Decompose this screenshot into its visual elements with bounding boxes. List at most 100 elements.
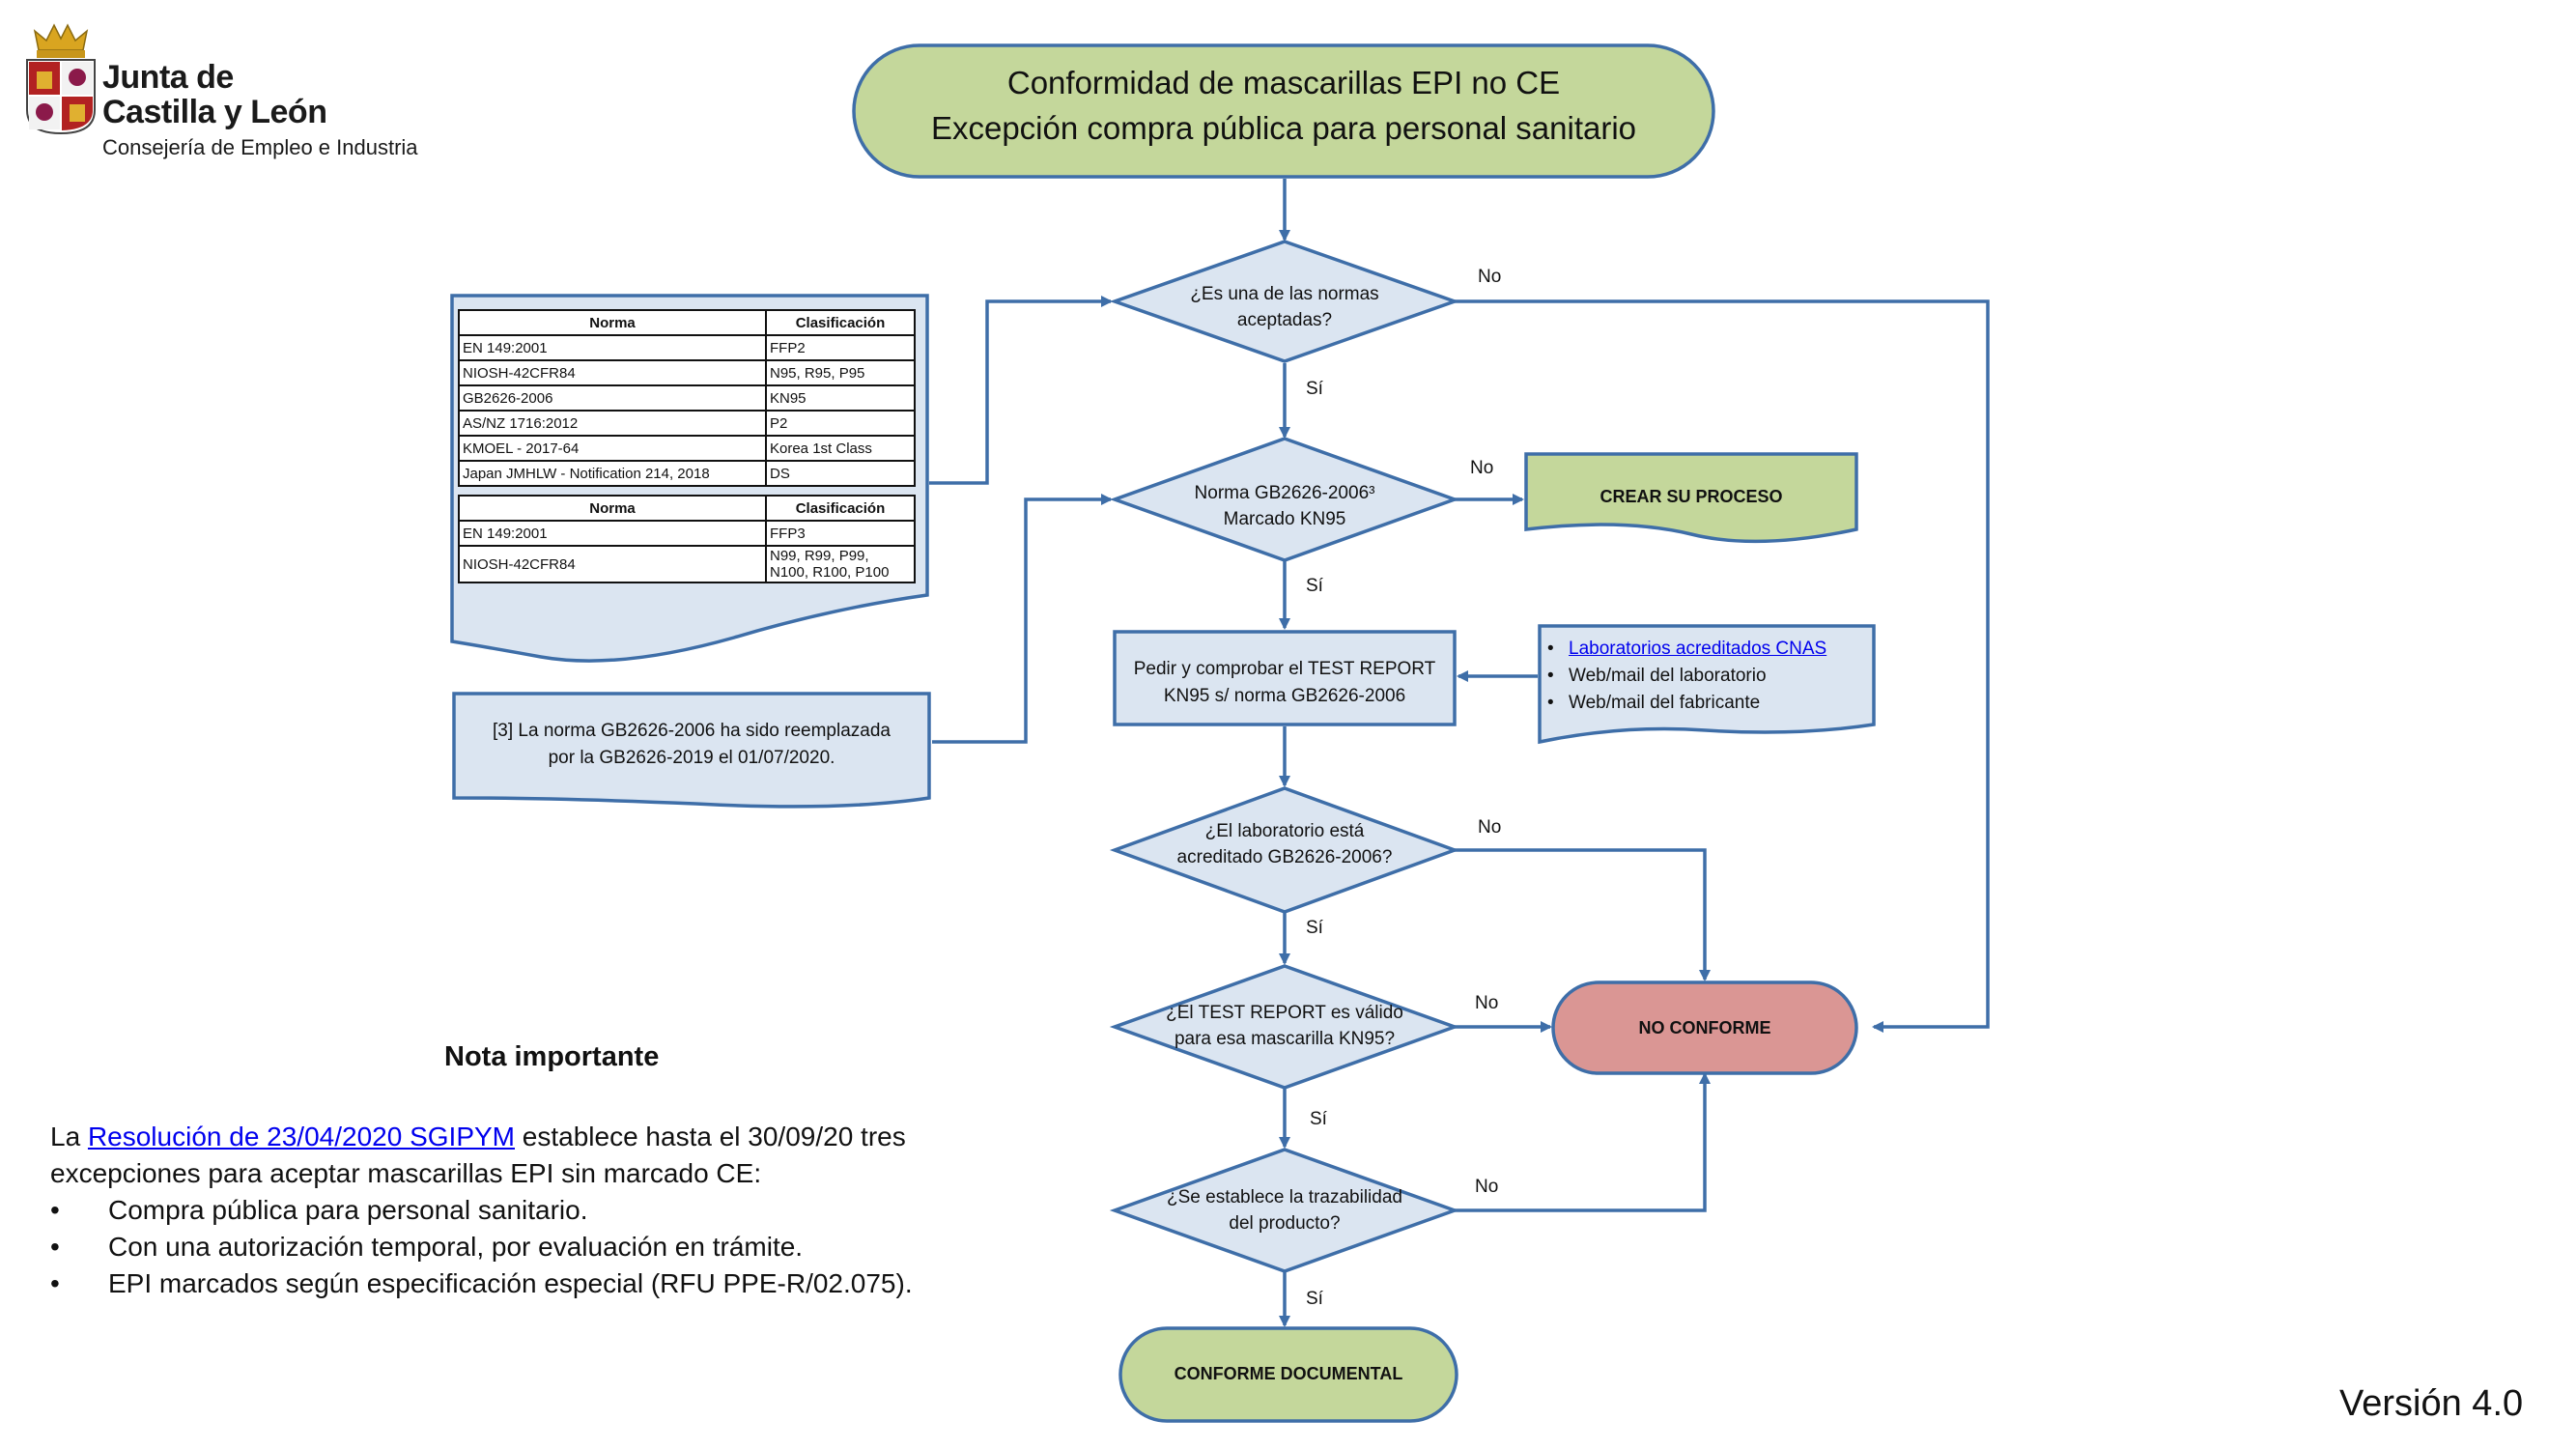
- cell-clasificacion: KN95: [765, 384, 916, 412]
- label-q2-yes: Sí: [1306, 576, 1324, 596]
- cell-norma: Japan JMHLW - Notification 214, 2018: [458, 460, 767, 487]
- logo-title-line2: Castilla y León: [102, 94, 327, 130]
- cell-clasificacion: Korea 1st Class: [765, 435, 916, 462]
- title-line2: Excepción compra pública para personal s…: [931, 110, 1636, 146]
- q3-line1: ¿El laboratorio está: [1205, 821, 1365, 841]
- logo: Junta de Castilla y León Consejería de E…: [25, 21, 450, 166]
- q4-line1: ¿El TEST REPORT es válido: [1166, 1003, 1403, 1023]
- decision-gb2626-kn95: Norma GB2626-2006³ Marcado KN95: [1109, 437, 1460, 562]
- arrow-q5-no: [1455, 1072, 1711, 1212]
- connectors: [929, 179, 1990, 1327]
- q1-line2: aceptadas?: [1237, 310, 1332, 330]
- request-test-report-box: Pedir y comprobar el TEST REPORT KN95 s/…: [1113, 630, 1457, 726]
- label-q4-yes: Sí: [1310, 1109, 1328, 1129]
- q2-line2: Marcado KN95: [1224, 509, 1346, 529]
- column-header-clasificacion: Clasificación: [765, 309, 916, 336]
- decision-accepted-standards: ¿Es una de las normas aceptadas?: [1109, 240, 1460, 363]
- note-bullet: •EPI marcados según especificación espec…: [50, 1265, 1016, 1302]
- q4-line2: para esa mascarilla KN95?: [1175, 1029, 1395, 1049]
- column-header-clasificacion: Clasificación: [765, 495, 916, 522]
- note-title: Nota importante: [444, 1041, 660, 1072]
- note-bullet: •Con una autorización temporal, por eval…: [50, 1229, 1016, 1265]
- request-line1: Pedir y comprobar el TEST REPORT: [1134, 659, 1436, 679]
- logo-title-line1: Junta de: [102, 59, 234, 96]
- labs-item-lab-contact: Web/mail del laboratorio: [1569, 666, 1767, 686]
- create-process-label: CREAR SU PROCESO: [1599, 487, 1782, 506]
- q3-line2: acreditado GB2626-2006?: [1177, 847, 1393, 867]
- decision-traceability: ¿Se establece la trazabilidad del produc…: [1109, 1148, 1460, 1273]
- cell-norma: NIOSH-42CFR84: [458, 359, 767, 386]
- decision-report-valid: ¿El TEST REPORT es válido para esa masca…: [1109, 964, 1460, 1090]
- labs-list-item: • Web/mail del laboratorio: [1547, 663, 1826, 690]
- labs-document: [1538, 624, 1876, 745]
- table-header-row: Norma Clasificación: [458, 309, 916, 336]
- q1-line1: ¿Es una de las normas: [1190, 284, 1378, 304]
- note-intro-line2: excepciones para aceptar mascarillas EPI…: [50, 1158, 762, 1188]
- create-process-box: CREAR SU PROCESO: [1524, 452, 1858, 544]
- cell-norma: NIOSH-42CFR84: [458, 545, 767, 583]
- footnote-document: [3] La norma GB2626-2006 ha sido reempla…: [452, 692, 931, 809]
- title-terminator: Conformidad de mascarillas EPI no CE Exc…: [852, 43, 1715, 179]
- label-q4-no: No: [1475, 993, 1498, 1013]
- note-bullet-text: Compra pública para personal sanitario.: [108, 1195, 588, 1225]
- table-header-row: Norma Clasificación: [458, 495, 916, 522]
- note-body: La Resolución de 23/04/2020 SGIPYM estab…: [50, 1119, 1016, 1302]
- conforme-label: CONFORME DOCUMENTAL: [1175, 1364, 1403, 1383]
- note-bullet: •Compra pública para personal sanitario.: [50, 1192, 1016, 1229]
- label-q5-no: No: [1475, 1177, 1498, 1197]
- title-line1: Conformidad de mascarillas EPI no CE: [1007, 65, 1560, 100]
- decision-lab-accredited: ¿El laboratorio está acreditado GB2626-2…: [1109, 786, 1460, 914]
- arrow-table-to-q1: [929, 296, 1113, 485]
- cell-clasificacion: FFP2: [765, 334, 916, 361]
- arrow-q3-no: [1455, 848, 1711, 981]
- footnote-line1: [3] La norma GB2626-2006 ha sido reempla…: [493, 721, 891, 741]
- no-conforme-label: NO CONFORME: [1639, 1018, 1771, 1037]
- arrow-q1-no: [1455, 299, 1990, 1033]
- label-q3-yes: Sí: [1306, 918, 1324, 938]
- cnas-labs-link[interactable]: Laboratorios acreditados CNAS: [1569, 639, 1827, 659]
- note-intro-post: establece hasta el 30/09/20 tres: [515, 1122, 906, 1151]
- note-intro-pre: La: [50, 1122, 88, 1151]
- resolution-link[interactable]: Resolución de 23/04/2020 SGIPYM: [87, 1122, 515, 1151]
- cell-clasificacion: DS: [765, 460, 916, 487]
- cell-clasificacion: N95, R95, P95: [765, 359, 916, 386]
- note-bullet-text: Con una autorización temporal, por evalu…: [108, 1232, 804, 1262]
- label-q1-no: No: [1478, 267, 1501, 287]
- request-line2: KN95 s/ norma GB2626-2006: [1164, 686, 1405, 706]
- conforme-documental-terminator: CONFORME DOCUMENTAL: [1118, 1326, 1458, 1423]
- labs-item-manufacturer-contact: Web/mail del fabricante: [1569, 693, 1761, 713]
- label-q1-yes: Sí: [1306, 379, 1324, 399]
- footnote-line2: por la GB2626-2019 el 01/07/2020.: [549, 748, 835, 768]
- column-header-norma: Norma: [458, 495, 767, 522]
- version-label: Versión 4.0: [2339, 1383, 2524, 1424]
- no-conforme-terminator: NO CONFORME: [1551, 980, 1858, 1075]
- cell-norma: EN 149:2001: [458, 520, 767, 547]
- q2-line1: Norma GB2626-2006³: [1195, 483, 1375, 503]
- q5-line2: del producto?: [1229, 1213, 1340, 1234]
- label-q2-no: No: [1470, 458, 1493, 478]
- cell-clasificacion: P2: [765, 410, 916, 437]
- coat-of-arms-icon: [26, 23, 96, 135]
- note-intro-line1: La Resolución de 23/04/2020 SGIPYM estab…: [50, 1119, 1016, 1155]
- arrow-footnote-to-q2: [932, 494, 1113, 744]
- column-header-norma: Norma: [458, 309, 767, 336]
- cell-norma: EN 149:2001: [458, 334, 767, 361]
- note-bullet-text: EPI marcados según especificación especi…: [108, 1268, 913, 1298]
- q5-line1: ¿Se establece la trazabilidad: [1167, 1187, 1402, 1208]
- labs-list: • Laboratorios acreditados CNAS • Web/ma…: [1547, 636, 1826, 717]
- cell-clasificacion: N99, R99, P99, N100, R100, P100: [765, 545, 916, 583]
- labs-list-item: • Web/mail del fabricante: [1547, 690, 1826, 717]
- labs-list-item: • Laboratorios acreditados CNAS: [1547, 636, 1826, 663]
- logo-subtitle: Consejería de Empleo e Industria: [102, 135, 418, 159]
- cell-clasificacion: FFP3: [765, 520, 916, 547]
